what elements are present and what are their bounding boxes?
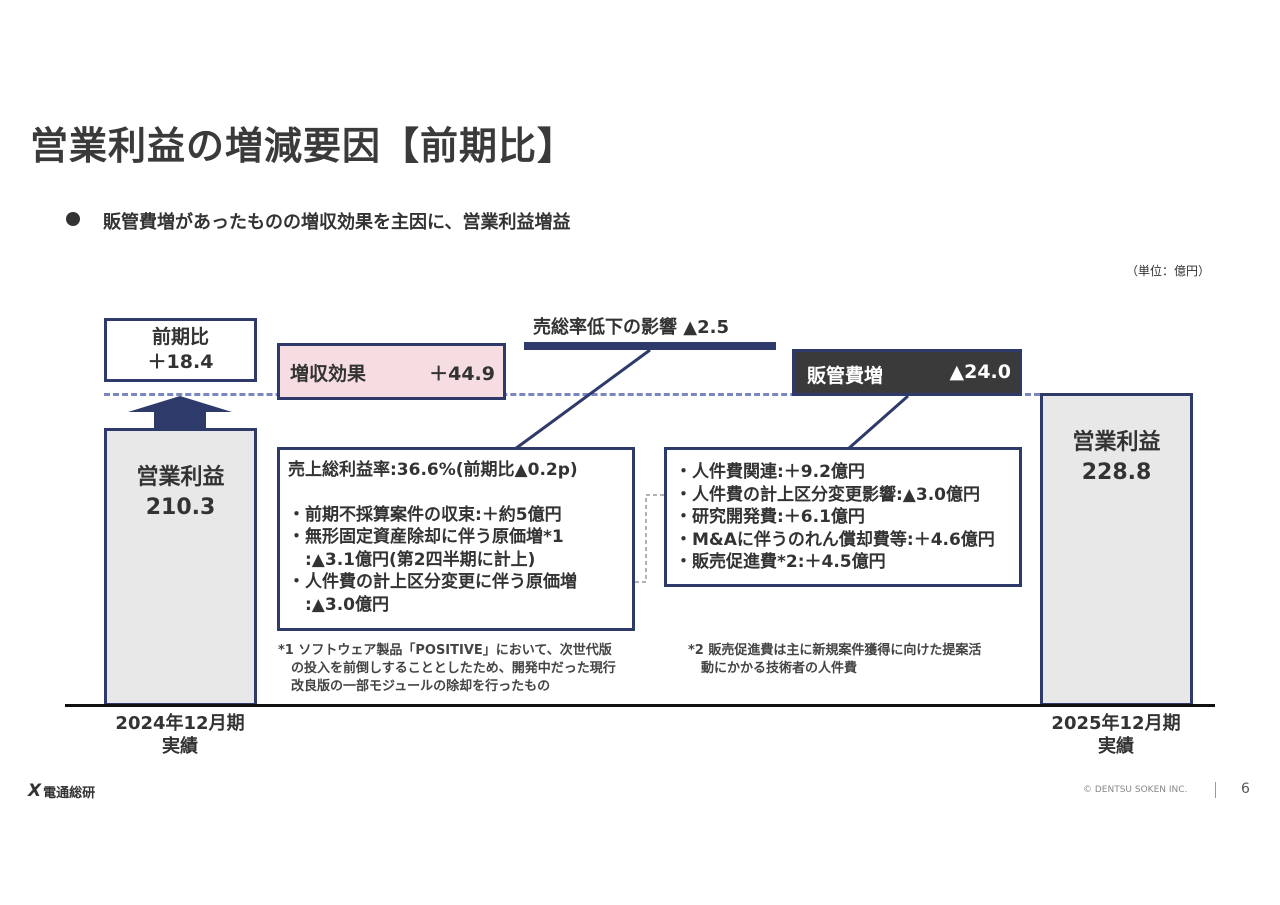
- footnote-2: *2 販売促進費は主に新規案件獲得に向けた提案活 動にかかる技術者の人件費: [688, 642, 981, 678]
- footnote-2-line: 動にかかる技術者の人件費: [688, 661, 858, 676]
- baseline: [65, 704, 1215, 707]
- callout2-line: ・人件費関連:＋9.2億円: [675, 462, 865, 482]
- callout1-line: :▲3.1億円(第2四半期に計上): [288, 549, 536, 570]
- x-label-2024: 2024年12月期 実績: [90, 712, 270, 758]
- footnote-2-line: *2 販売促進費は主に新規案件獲得に向けた提案活: [688, 643, 982, 658]
- revenue-effect-value: ＋44.9: [429, 363, 495, 385]
- logo-x-icon: X: [28, 781, 42, 801]
- callout1-line: ・人件費の計上区分変更に伴う原価増: [288, 572, 577, 592]
- footer-divider: [1215, 782, 1216, 798]
- logo-text: 電通総研: [43, 785, 96, 801]
- gross-margin-name: 売総率低下の影響: [533, 317, 677, 338]
- sga-value: ▲24.0: [949, 361, 1012, 383]
- callout2-line: ・人件費の計上区分変更影響:▲3.0億円: [675, 484, 980, 505]
- gross-margin-value: ▲2.5: [683, 317, 730, 338]
- callout1-line: ・前期不採算案件の収束:＋約5億円: [288, 504, 562, 525]
- reference-dashed-line: [104, 393, 1040, 396]
- footnote-1-line: の投入を前倒しすることとしたため、開発中だった現行: [278, 661, 616, 676]
- bar-2024-value: 210.3: [145, 495, 216, 520]
- page-title: 営業利益の増減要因【前期比】: [30, 124, 577, 168]
- footnote-1: *1 ソフトウェア製品「POSITIVE」において、次世代版 の投入を前倒しする…: [278, 642, 616, 696]
- change-label: 前期比: [151, 326, 209, 348]
- footnote-1-line: 改良版の一部モジュールの除却を行ったもの: [278, 679, 551, 694]
- callout2-line: ・M&Aに伴うのれん償却費等:＋4.6億円: [675, 529, 995, 550]
- x-label-period: 2025年12月期: [1051, 713, 1181, 734]
- x-label-2025: 2025年12月期 実績: [1026, 712, 1206, 758]
- change-box: 前期比 ＋18.4: [104, 318, 257, 382]
- x-label-sub: 実績: [1098, 736, 1134, 757]
- change-value: ＋18.4: [147, 351, 214, 373]
- page-number: 6: [1241, 781, 1250, 797]
- gross-margin-label: 売総率低下の影響 ▲2.5: [533, 313, 729, 339]
- sga-callout: ・人件費関連:＋9.2億円 ・人件費の計上区分変更影響:▲3.0億円 ・研究開発…: [664, 447, 1022, 587]
- bar-2025-value: 228.8: [1081, 460, 1152, 485]
- copyright: © DENTSU SOKEN INC.: [1083, 785, 1188, 795]
- callout1-heading: 売上総利益率:36.6%(前期比▲0.2p): [288, 460, 578, 480]
- x-label-period: 2024年12月期: [115, 713, 245, 734]
- revenue-effect-label: 増収効果: [290, 363, 367, 385]
- bullet-icon: [66, 212, 80, 226]
- bar-2025: 営業利益 228.8: [1040, 393, 1193, 706]
- bar-2025-name: 営業利益: [1072, 430, 1161, 455]
- callout1-line: :▲3.0億円: [288, 594, 389, 615]
- gross-margin-callout: 売上総利益率:36.6%(前期比▲0.2p) ・前期不採算案件の収束:＋約5億円…: [277, 447, 635, 631]
- summary-bullet: 販管費増があったものの増収効果を主因に、営業利益増益: [103, 212, 571, 233]
- callout1-line: ・無形固定資産除却に伴う原価増*1: [288, 527, 564, 547]
- x-label-sub: 実績: [162, 736, 198, 757]
- bar-gross-margin: [524, 342, 776, 350]
- bar-revenue-effect: 増収効果 ＋44.9: [277, 343, 506, 400]
- bar-2024-name: 営業利益: [136, 465, 225, 490]
- bar-2024: 営業利益 210.3: [104, 428, 257, 706]
- company-logo: X 電通総研: [28, 781, 95, 801]
- sga-label: 販管費増: [807, 365, 884, 387]
- callout2-line: ・販売促進費*2:＋4.5億円: [675, 552, 886, 572]
- bar-sga-increase: 販管費増 ▲24.0: [792, 349, 1022, 396]
- callout2-line: ・研究開発費:＋6.1億円: [675, 507, 865, 527]
- unit-label: （単位：億円）: [1126, 264, 1211, 278]
- up-arrow-icon: [128, 396, 232, 430]
- footnote-1-line: *1 ソフトウェア製品「POSITIVE」において、次世代版: [278, 643, 612, 658]
